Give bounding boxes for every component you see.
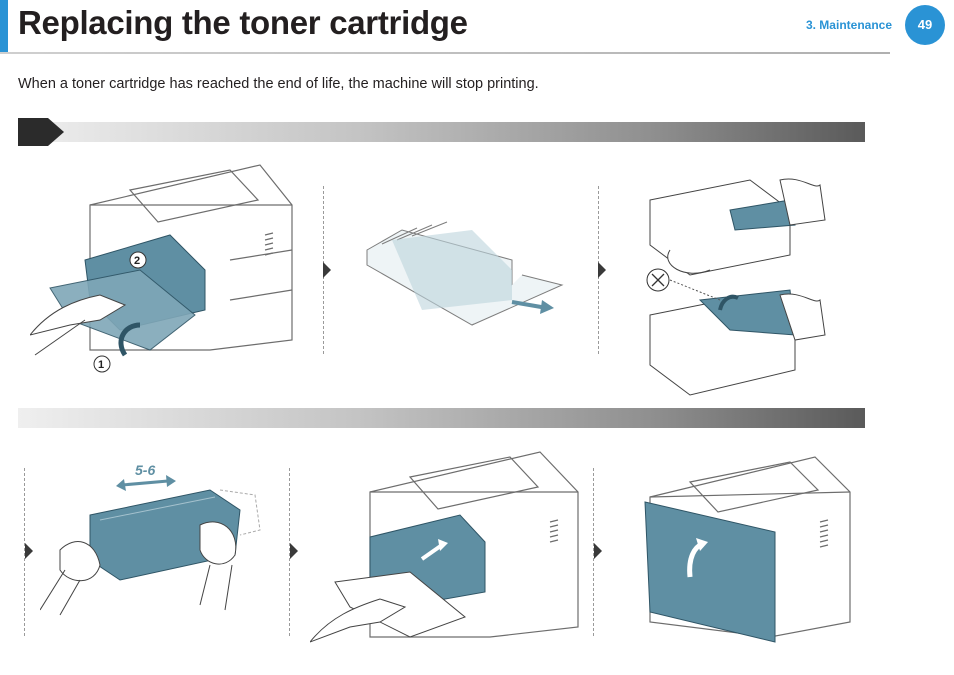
- step-header-bar: [18, 118, 865, 146]
- header-rule: [0, 52, 890, 54]
- hold-cartridge-illustration: 5-6: [40, 462, 261, 616]
- step-divider: [24, 468, 25, 636]
- open-cover-illustration: 2 1: [30, 164, 293, 373]
- arrow-tab-icon: [18, 118, 64, 146]
- next-step-arrow-icon: [323, 262, 331, 278]
- page-number-badge: 49: [905, 5, 945, 45]
- next-step-arrow-icon: [594, 543, 602, 559]
- insert-cartridge-illustration: [310, 451, 579, 643]
- next-step-arrow-icon: [598, 262, 606, 278]
- step-divider: [289, 468, 290, 636]
- close-cover-illustration: [644, 456, 851, 643]
- next-step-arrow-icon: [290, 543, 298, 559]
- step-divider: [593, 468, 594, 636]
- intro-text: When a toner cartridge has reached the e…: [18, 76, 539, 92]
- unpack-cartridge-illustration: [366, 221, 564, 326]
- shake-count-label: 5-6: [135, 462, 155, 478]
- callout-step-2: 2: [134, 255, 140, 267]
- header-accent-bar: [0, 0, 8, 52]
- page-title: Replacing the toner cartridge: [18, 4, 468, 41]
- next-step-arrow-icon: [25, 543, 33, 559]
- step-header-bar: [18, 408, 865, 428]
- callout-step-1: 1: [98, 359, 104, 371]
- section-label: 3. Maintenance: [805, 18, 892, 32]
- remove-tape-illustration: [646, 178, 826, 396]
